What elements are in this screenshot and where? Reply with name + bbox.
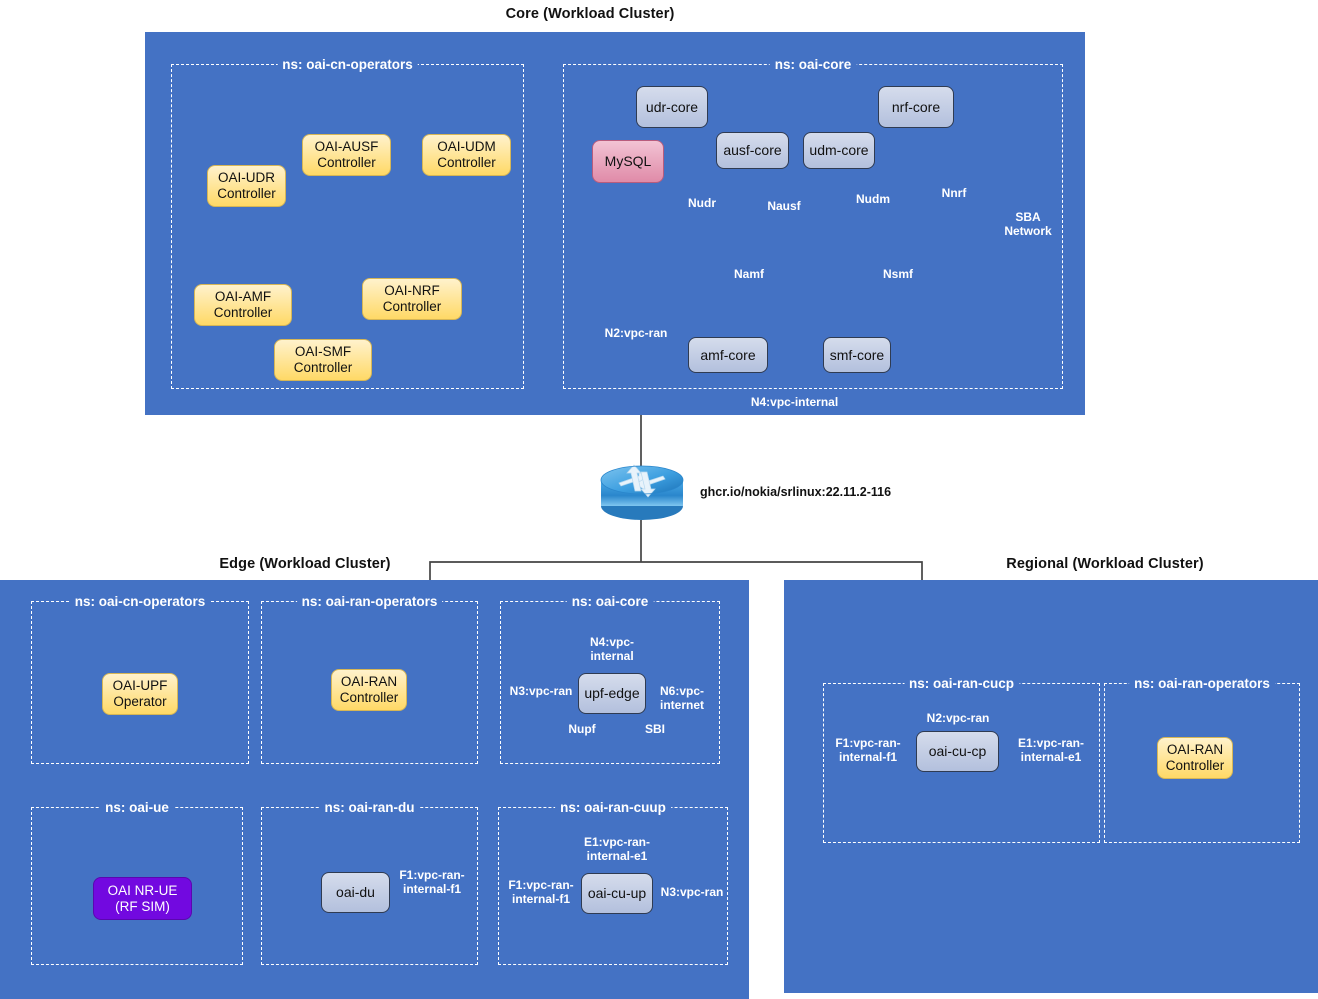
- node-oai-upf-operator[interactable]: OAI-UPF Operator: [102, 673, 178, 715]
- namespace-label: ns: oai-core: [769, 55, 857, 74]
- node-oai-cu-cp[interactable]: oai-cu-cp: [916, 731, 999, 772]
- namespace-label: ns: oai-ue: [100, 798, 174, 817]
- label-nupf: Nupf: [568, 722, 596, 736]
- namespace-core-cn-operators: ns: oai-cn-operators: [171, 55, 524, 389]
- namespace-edge-cn-operators: ns: oai-cn-operators: [31, 592, 249, 764]
- node-oai-ausf-controller[interactable]: OAI-AUSF Controller: [302, 134, 391, 176]
- node-udr-core[interactable]: udr-core: [636, 86, 708, 128]
- label-nsmf: Nsmf: [882, 267, 913, 281]
- namespace-label: ns: oai-ran-cucp: [903, 674, 1020, 693]
- node-oai-ran-controller-edge[interactable]: OAI-RAN Controller: [331, 669, 407, 711]
- namespace-label: ns: oai-cn-operators: [277, 55, 418, 74]
- label-e1-vpc-ran-internal-e1-cucp: E1:vpc-ran- internal-e1: [1017, 736, 1085, 764]
- namespace-label: ns: oai-ran-operators: [1129, 674, 1275, 693]
- node-oai-smf-controller[interactable]: OAI-SMF Controller: [274, 339, 372, 381]
- node-amf-core[interactable]: amf-core: [688, 337, 768, 373]
- node-mysql[interactable]: MySQL: [592, 140, 664, 183]
- namespace-edge-oai-ue: ns: oai-ue: [31, 798, 243, 965]
- namespace-label: ns: oai-ran-operators: [296, 592, 443, 611]
- namespace-edge-ran-du: ns: oai-ran-du: [261, 798, 478, 965]
- label-n6-vpc-internet: N6:vpc- internet: [659, 684, 704, 712]
- node-udm-core[interactable]: udm-core: [803, 132, 875, 169]
- namespace-regional-ran-cucp: ns: oai-ran-cucp: [823, 674, 1100, 843]
- node-oai-ran-controller-regional[interactable]: OAI-RAN Controller: [1157, 737, 1233, 779]
- label-nnrf: Nnrf: [941, 186, 967, 200]
- label-e1-vpc-ran-internal-e1-cuup: E1:vpc-ran- internal-e1: [583, 835, 651, 863]
- label-nudm: Nudm: [856, 192, 890, 206]
- label-n3-vpc-ran-edge: N3:vpc-ran: [509, 684, 573, 698]
- router-image-label: ghcr.io/nokia/srlinux:22.11.2-116: [700, 485, 892, 499]
- namespace-edge-ran-cuup: ns: oai-ran-cuup: [498, 798, 728, 965]
- node-oai-cu-up[interactable]: oai-cu-up: [581, 873, 653, 914]
- namespace-label: ns: oai-cn-operators: [69, 592, 211, 611]
- label-nausf: Nausf: [767, 199, 801, 213]
- node-oai-nr-ue[interactable]: OAI NR-UE (RF SIM): [93, 877, 192, 920]
- namespace-edge-oai-core: ns: oai-core: [500, 592, 720, 764]
- namespace-edge-ran-operators: ns: oai-ran-operators: [261, 592, 478, 764]
- cluster-panel-regional: [784, 580, 1318, 993]
- node-oai-udr-controller[interactable]: OAI-UDR Controller: [207, 165, 286, 207]
- namespace-label: ns: oai-ran-cuup: [555, 798, 671, 817]
- label-n2-vpc-ran-cucp: N2:vpc-ran: [926, 711, 990, 725]
- label-n4-vpc-internal-edge: N4:vpc- internal: [589, 635, 634, 663]
- node-oai-amf-controller[interactable]: OAI-AMF Controller: [194, 284, 292, 326]
- label-f1-vpc-ran-internal-f1-cucp: F1:vpc-ran- internal-f1: [835, 736, 901, 764]
- label-nudr: Nudr: [688, 196, 716, 210]
- node-smf-core[interactable]: smf-core: [823, 337, 891, 373]
- cluster-title-regional: Regional (Workload Cluster): [1006, 556, 1204, 572]
- label-f1-vpc-ran-internal-f1-cuup: F1:vpc-ran- internal-f1: [508, 878, 574, 906]
- label-sbi: SBI: [644, 722, 665, 736]
- label-f1-vpc-ran-internal-f1-du: F1:vpc-ran- internal-f1: [399, 868, 465, 896]
- namespace-label: ns: oai-core: [566, 592, 654, 611]
- namespace-core-oai-core: ns: oai-core: [563, 55, 1063, 389]
- label-namf: Namf: [733, 267, 764, 281]
- cluster-title-edge: Edge (Workload Cluster): [219, 556, 391, 572]
- node-oai-udm-controller[interactable]: OAI-UDM Controller: [422, 134, 511, 176]
- node-oai-nrf-controller[interactable]: OAI-NRF Controller: [362, 278, 462, 320]
- node-oai-du[interactable]: oai-du: [321, 872, 390, 913]
- namespace-label: ns: oai-ran-du: [319, 798, 420, 817]
- namespace-regional-ran-operators: ns: oai-ran-operators: [1104, 674, 1300, 843]
- label-n3-vpc-ran-cuup: N3:vpc-ran: [660, 885, 724, 899]
- router-icon: [600, 464, 684, 520]
- cluster-title-core: Core (Workload Cluster): [505, 6, 675, 22]
- node-ausf-core[interactable]: ausf-core: [716, 132, 789, 169]
- node-upf-edge[interactable]: upf-edge: [578, 673, 646, 714]
- node-nrf-core[interactable]: nrf-core: [878, 86, 954, 128]
- label-n4-vpc-internal-core: N4:vpc-internal: [750, 395, 839, 409]
- label-sba-network: SBA Network: [1004, 210, 1052, 238]
- cluster-panel-edge: [0, 580, 749, 999]
- label-n2-vpc-ran-core: N2:vpc-ran: [604, 326, 668, 340]
